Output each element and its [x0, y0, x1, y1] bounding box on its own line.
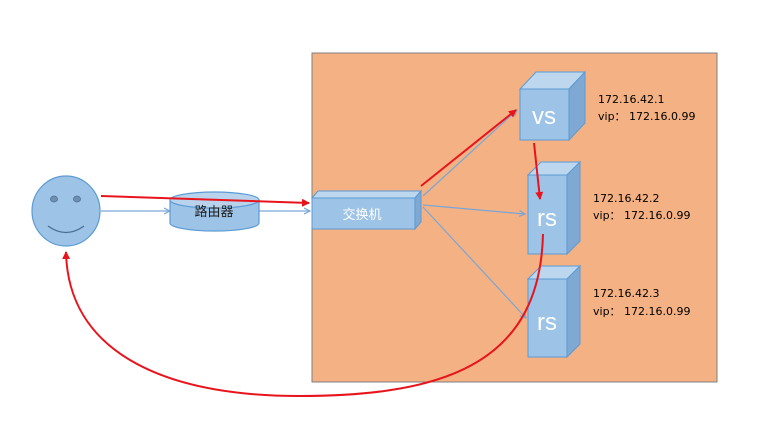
rs2-node: rs	[526, 264, 582, 359]
vs-node: vs	[518, 70, 587, 142]
flow-vs-to-rs	[533, 142, 544, 200]
flow-switch-to-vs	[420, 109, 517, 187]
rs1-ip: 172.16.42.2	[593, 192, 659, 205]
ip-labels: 172.16.42.1 vip： 172.16.0.99 172.16.42.2…	[593, 93, 696, 318]
client-smiley-icon	[31, 175, 101, 247]
link-switch-rs2	[422, 206, 526, 318]
vs-vip: vip： 172.16.0.99	[598, 110, 696, 123]
flow-client-to-switch	[100, 195, 310, 207]
rs1-node: rs	[526, 160, 582, 256]
rs1-vip: vip： 172.16.0.99	[593, 209, 691, 222]
router-node: 路由器	[169, 191, 260, 232]
rs2-ip: 172.16.42.3	[593, 287, 659, 300]
link-switch-vs	[422, 110, 517, 197]
rs2-vip: vip： 172.16.0.99	[593, 305, 691, 318]
link-switch-rs1	[422, 204, 525, 214]
vs-ip: 172.16.42.1	[598, 93, 664, 106]
rs1-label: rs	[537, 205, 557, 232]
switch-label: 交换机	[342, 207, 381, 223]
flow-rs-response-to-client	[62, 233, 544, 398]
rs2-label: rs	[537, 309, 557, 336]
router-label: 路由器	[194, 204, 233, 220]
vs-label: vs	[532, 103, 556, 130]
request-flow	[62, 109, 544, 398]
network-links	[101, 110, 526, 318]
switch-node: 交换机	[310, 189, 423, 231]
